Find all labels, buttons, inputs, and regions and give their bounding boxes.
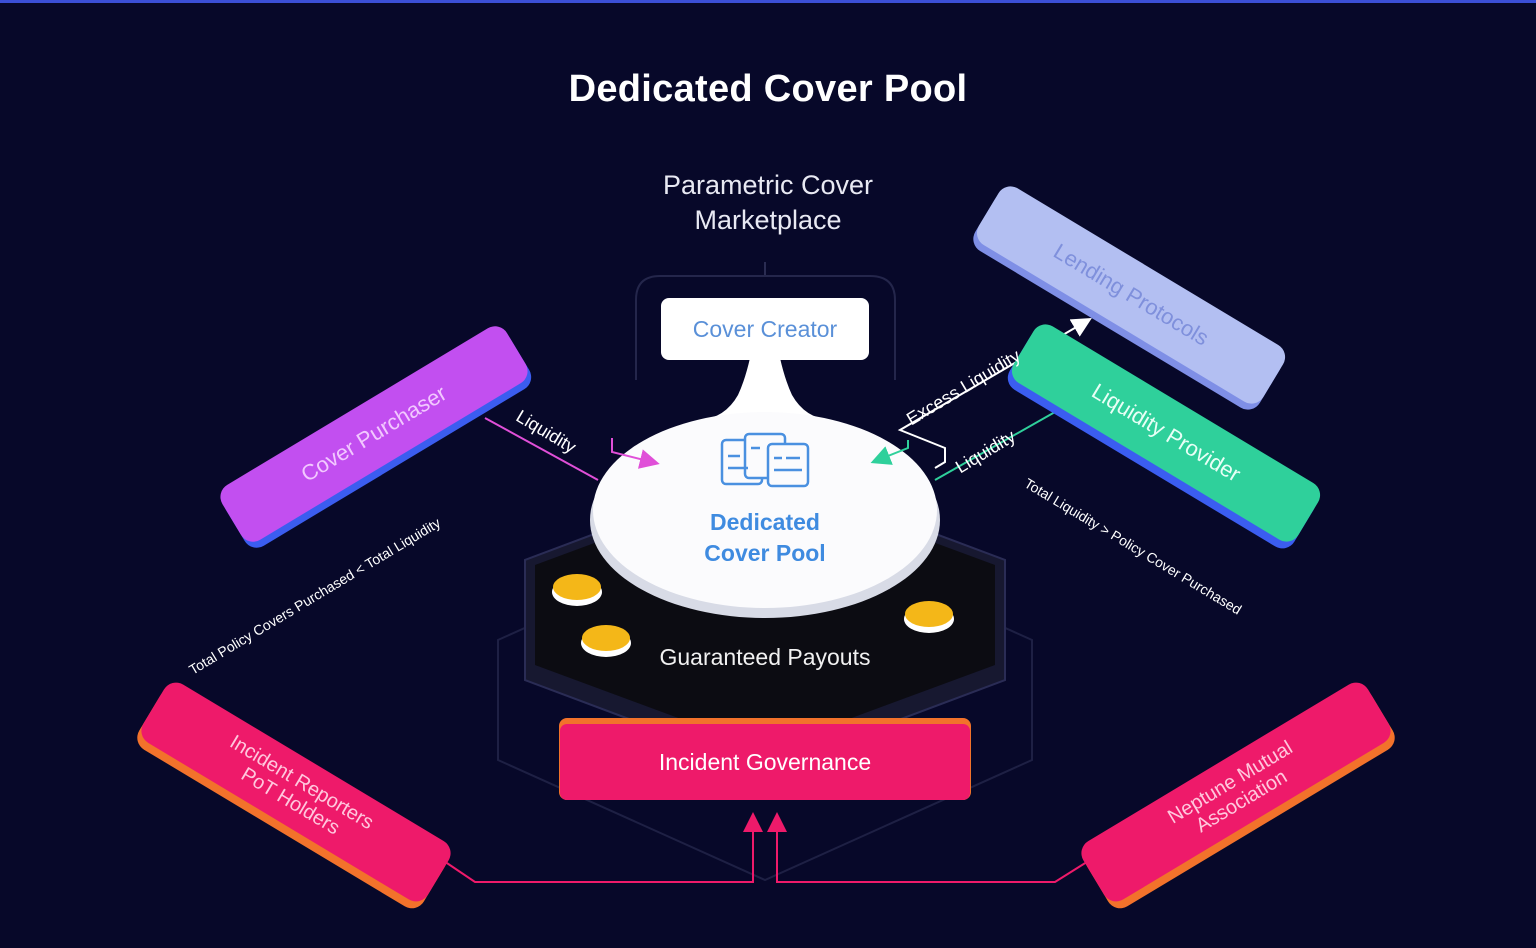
cover-creator-node: Cover Creator: [661, 298, 869, 360]
creator-pool-connector: [700, 358, 830, 420]
neptune-governance-arrow: [767, 812, 1099, 883]
coin-icon: [552, 574, 602, 606]
pool-label-line2: Cover Pool: [704, 540, 826, 566]
coin-icon: [581, 625, 631, 657]
pool-disc: [593, 412, 937, 608]
marketplace-label: Parametric Cover Marketplace: [568, 168, 968, 238]
provider-liquidity-arrow: [870, 411, 1056, 481]
dedicated-cover-pool-label: Dedicated Cover Pool: [640, 507, 890, 569]
purchaser-liquidity-arrow: [484, 417, 660, 481]
pool-label-line1: Dedicated: [710, 509, 820, 535]
diagram-title: Dedicated Cover Pool: [568, 68, 968, 110]
cards-icon: [720, 432, 810, 488]
reporters-governance-arrow: [434, 812, 763, 883]
top-accent-line: [0, 0, 1536, 3]
excess-liquidity-arrow: [897, 317, 1092, 469]
incident-governance-node: Incident Governance: [560, 724, 970, 800]
coin-icon: [904, 601, 954, 633]
marketplace-outline: [635, 262, 896, 380]
marketplace-label-line1: Parametric Cover: [662, 170, 874, 200]
marketplace-label-line2: Marketplace: [694, 205, 842, 235]
guaranteed-payouts-label: Guaranteed Payouts: [659, 644, 871, 670]
